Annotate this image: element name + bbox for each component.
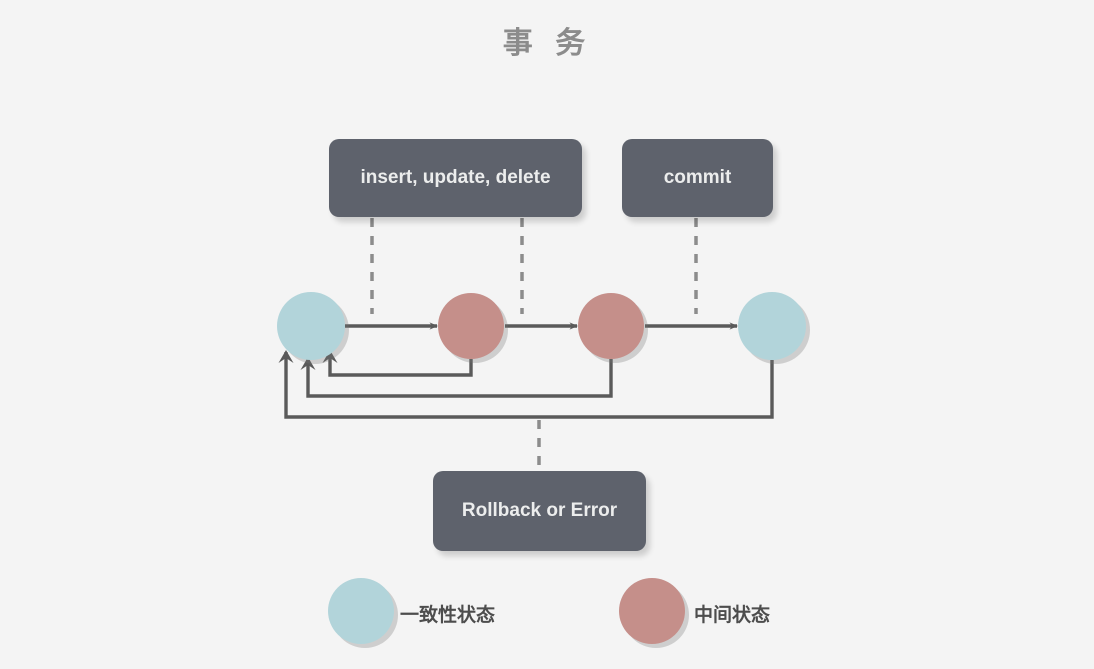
loop-from-state-3-arrowhead-icon <box>300 357 316 370</box>
page-title: 事 务 <box>502 26 592 61</box>
state-4-circle[interactable] <box>738 292 806 360</box>
process-box-rollback[interactable]: Rollback or Error <box>433 471 646 551</box>
loop-from-state-3 <box>306 359 613 398</box>
process-box-dml[interactable]: insert, update, delete <box>329 139 582 217</box>
loop-from-state-4-arrowhead-icon <box>278 350 294 363</box>
process-box-commit-label: commit <box>663 167 732 188</box>
state-1-circle[interactable] <box>277 292 345 360</box>
process-box-rollback-label: Rollback or Error <box>461 500 618 521</box>
state-3-circle[interactable] <box>578 293 644 359</box>
dashed-connectors <box>370 218 698 470</box>
legend-markers <box>328 578 689 648</box>
feedback-connectors <box>278 350 774 419</box>
state-2-circle[interactable] <box>438 293 504 359</box>
process-box-dml-label: insert, update, delete <box>360 167 551 188</box>
legend-intermediate-label: 中间状态 <box>694 604 771 626</box>
loop-from-state-2 <box>328 352 473 377</box>
loop-from-state-4 <box>284 352 774 419</box>
legend-intermediate-swatch-icon <box>619 578 685 644</box>
legend-consistent-label: 一致性状态 <box>400 604 496 626</box>
legend-consistent-swatch-icon <box>328 578 394 644</box>
loop-from-state-2-arrowhead-icon <box>322 350 338 363</box>
process-box-commit[interactable]: commit <box>622 139 773 217</box>
state-nodes <box>277 292 810 364</box>
